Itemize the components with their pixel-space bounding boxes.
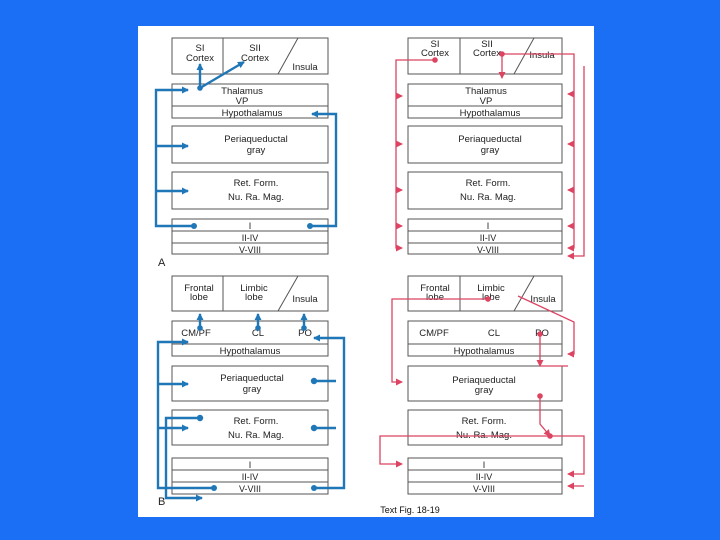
panel-b-left-diagram: Frontal lobe Limbic lobe Insula CM/PF CL… <box>156 275 346 508</box>
insula-label: Insula <box>530 294 556 305</box>
thalamus-label: Thalamus <box>221 86 263 97</box>
pag-label: gray <box>247 145 266 156</box>
lamina-label: V-VIII <box>239 245 261 255</box>
thalamus-label: VP <box>236 96 249 107</box>
cortex-box <box>407 37 563 75</box>
lamina-label: I <box>483 460 486 470</box>
lamina-label: V-VIII <box>473 484 495 494</box>
sii-cortex-label: SII <box>249 43 261 54</box>
frontal-lobe-label: lobe <box>190 292 208 303</box>
panel-b-right-diagram: Frontal lobe Limbic lobe Insula CM/PF CL… <box>379 275 585 495</box>
blue-pathways <box>154 60 338 228</box>
lamina-label: V-VIII <box>239 484 261 494</box>
divider <box>277 275 299 312</box>
thalamus-label: VP <box>480 96 493 107</box>
pag-label: Periaqueductal <box>458 134 521 145</box>
hypothalamus-label: Hypothalamus <box>454 346 515 357</box>
pag-label: Periaqueductal <box>452 375 515 386</box>
panel-b-label: B <box>158 496 165 508</box>
ret-form-box <box>407 409 563 446</box>
si-cortex-label: SI <box>196 43 205 54</box>
pag-box <box>171 365 329 402</box>
figure-caption: Text Fig. 18-19 <box>380 505 440 515</box>
hypothalamus-label: Hypothalamus <box>222 108 283 119</box>
figure-diagram: SI Cortex SII Cortex Insula Thalamus VP … <box>154 37 585 515</box>
limbic-lobe-label: Limbic <box>477 283 505 294</box>
ret-form-label: Ret. Form. <box>234 416 279 427</box>
insula-label: Insula <box>292 294 318 305</box>
lamina-label: II-IV <box>476 472 493 482</box>
pag-box <box>407 365 563 402</box>
frontal-lobe-label: lobe <box>426 292 444 303</box>
frontal-lobe-label: Frontal <box>420 283 450 294</box>
lamina-label: I <box>249 460 252 470</box>
pag-label: gray <box>481 145 500 156</box>
pag-box <box>407 125 563 164</box>
panel-a-left-diagram: SI Cortex SII Cortex Insula Thalamus VP … <box>154 37 338 269</box>
lamina-label: V-VIII <box>477 245 499 255</box>
divider <box>277 37 299 75</box>
lamina-label: II-IV <box>242 472 259 482</box>
hypothalamus-label: Hypothalamus <box>460 108 521 119</box>
sii-cortex-label: SII <box>481 39 493 50</box>
divider <box>513 37 535 75</box>
lamina-label: I <box>249 221 252 231</box>
pag-label: Periaqueductal <box>224 134 287 145</box>
ret-form-label: Ret. Form. <box>234 178 279 189</box>
lamina-label: I <box>487 221 490 231</box>
pag-box <box>171 125 329 164</box>
ret-form-label: Nu. Ra. Mag. <box>460 192 516 203</box>
red-pathways <box>379 295 585 490</box>
limbic-lobe-label: Limbic <box>240 283 268 294</box>
spinal-laminae-box <box>407 457 563 495</box>
frontal-lobe-label: Frontal <box>184 283 214 294</box>
limbic-lobe-label: lobe <box>245 292 263 303</box>
sii-cortex-label: Cortex <box>473 48 501 59</box>
thalamus-box <box>407 83 563 119</box>
si-cortex-label: Cortex <box>186 53 214 64</box>
nucleus-label: CM/PF <box>419 328 449 339</box>
thalamus-label: Thalamus <box>465 86 507 97</box>
nucleus-label: CL <box>252 328 264 339</box>
cortex-box <box>171 275 329 312</box>
spinal-laminae-box <box>171 218 329 255</box>
ret-form-label: Ret. Form. <box>466 178 511 189</box>
pain-pathways-figure: SI Cortex SII Cortex Insula Thalamus VP … <box>138 26 594 517</box>
nucleus-label: CL <box>488 328 500 339</box>
ret-form-label: Nu. Ra. Mag. <box>228 430 284 441</box>
pag-label: gray <box>243 384 262 395</box>
pag-label: gray <box>475 385 494 396</box>
panel-a-label: A <box>158 257 166 269</box>
nucleus-label: PO <box>298 328 312 339</box>
lamina-label: II-IV <box>242 233 259 243</box>
pag-label: Periaqueductal <box>220 373 283 384</box>
insula-label: Insula <box>292 62 318 73</box>
si-cortex-label: SI <box>431 39 440 50</box>
limbic-lobe-label: lobe <box>482 292 500 303</box>
divider <box>513 275 535 312</box>
ret-form-label: Nu. Ra. Mag. <box>228 192 284 203</box>
thalamic-nuclei-box <box>407 320 563 357</box>
thalamus-box <box>171 83 329 119</box>
spinal-laminae-box <box>407 218 563 255</box>
sii-cortex-label: Cortex <box>241 53 269 64</box>
panel-a-right-diagram: SI Cortex SII Cortex Insula Thalamus VP … <box>395 37 585 260</box>
red-pathways <box>395 53 585 260</box>
hypothalamus-label: Hypothalamus <box>220 346 281 357</box>
lamina-label: II-IV <box>480 233 497 243</box>
ret-form-box <box>407 171 563 210</box>
insula-label: Insula <box>529 50 555 61</box>
nucleus-label: CM/PF <box>181 328 211 339</box>
ret-form-label: Ret. Form. <box>462 416 507 427</box>
si-cortex-label: Cortex <box>421 48 449 59</box>
